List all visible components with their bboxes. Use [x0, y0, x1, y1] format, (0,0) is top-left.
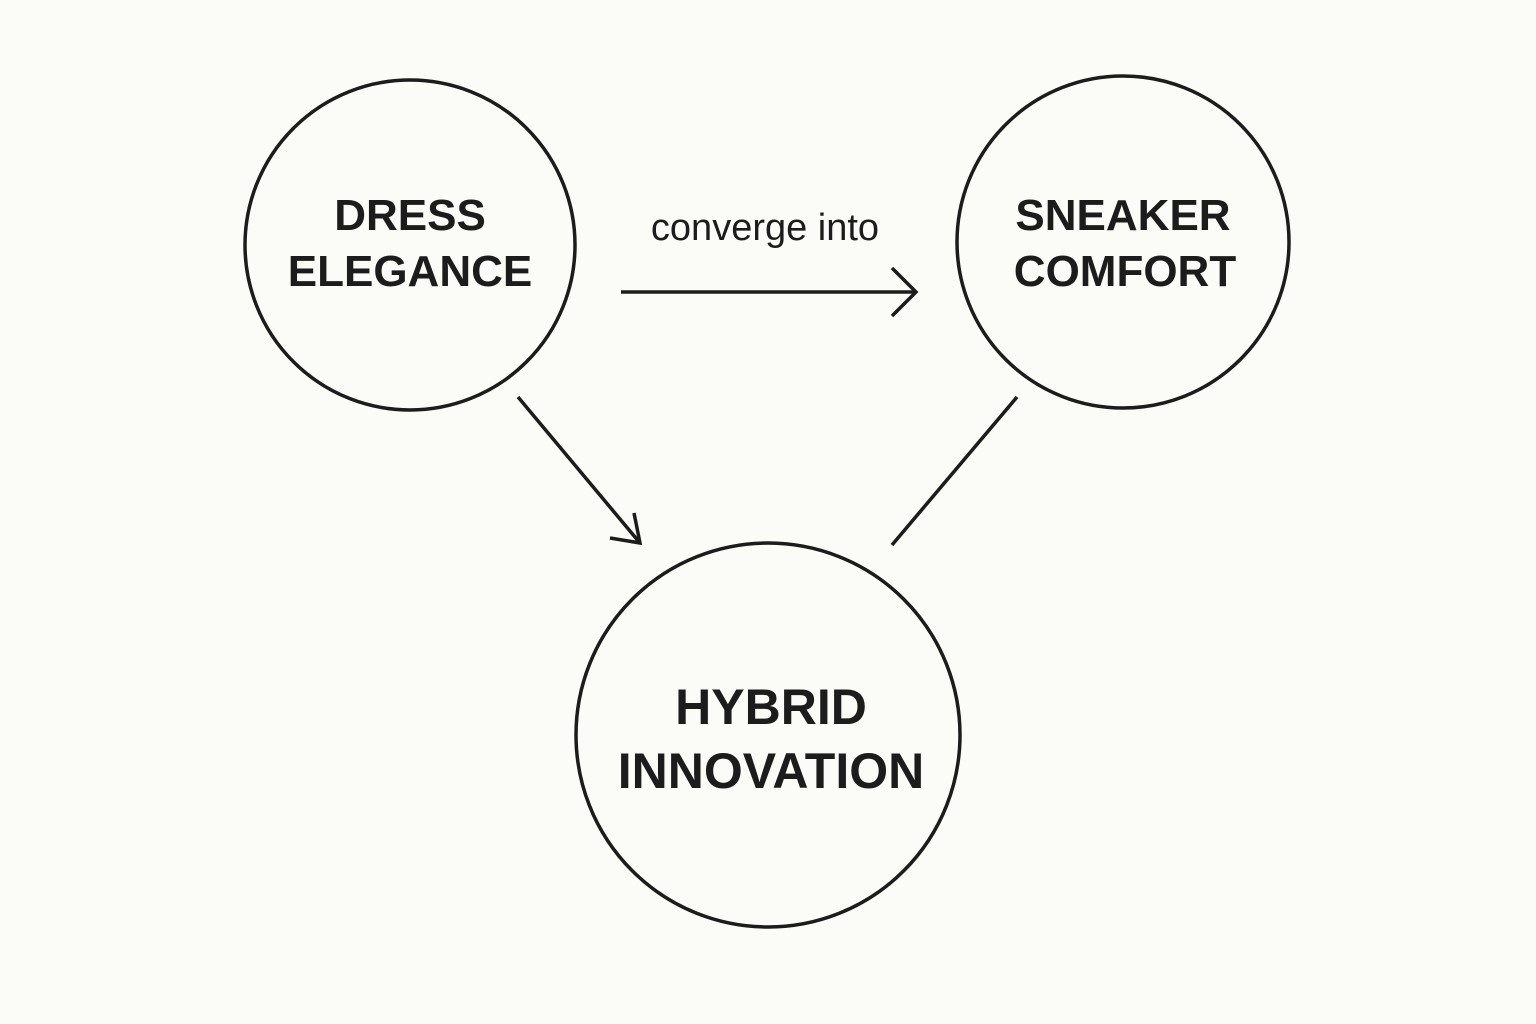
edge-sneaker-to-hybrid-line [890, 395, 1019, 547]
node-dress-elegance-line2: ELEGANCE [288, 247, 532, 296]
node-hybrid-innovation: HYBRID INNOVATION [574, 541, 962, 929]
edge-dress-to-sneaker-label: converge into [651, 207, 879, 249]
node-hybrid-innovation-line2: INNOVATION [618, 743, 924, 799]
node-dress-elegance-line1: DRESS [334, 191, 486, 240]
node-sneaker-comfort-line1: SNEAKER [1015, 191, 1230, 240]
node-sneaker-comfort: SNEAKER COMFORT [955, 74, 1291, 410]
edge-dress-to-sneaker: converge into [621, 207, 919, 318]
node-sneaker-comfort-line2: COMFORT [1014, 247, 1237, 296]
arrowhead-right-icon [890, 266, 919, 318]
edge-sneaker-to-hybrid [890, 395, 1019, 547]
edge-dress-to-hybrid-line [516, 395, 642, 545]
node-hybrid-innovation-line1: HYBRID [675, 679, 867, 735]
node-sneaker-comfort-circle [955, 74, 1291, 410]
node-dress-elegance: DRESS ELEGANCE [243, 78, 577, 412]
node-dress-elegance-circle [243, 78, 577, 412]
node-hybrid-innovation-circle [574, 541, 962, 929]
edge-dress-to-hybrid [516, 395, 643, 546]
arrowhead-down-right-icon [609, 512, 643, 546]
